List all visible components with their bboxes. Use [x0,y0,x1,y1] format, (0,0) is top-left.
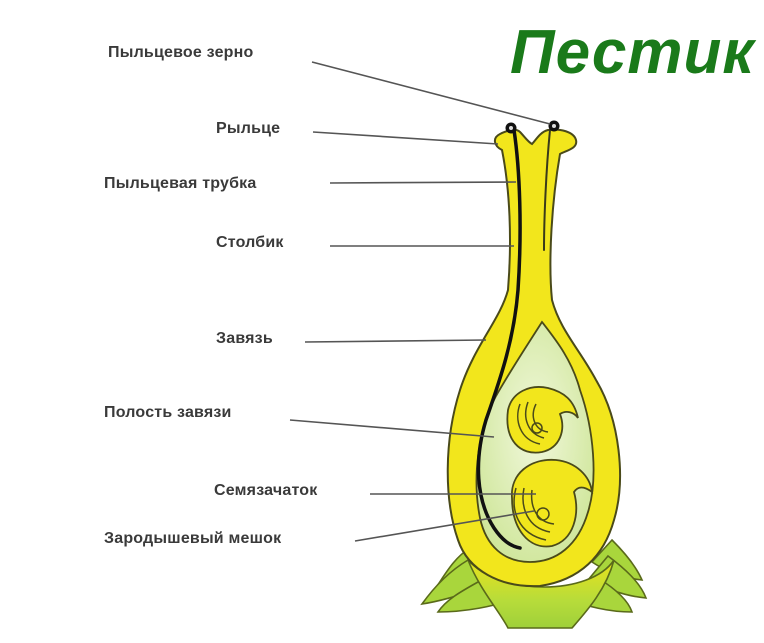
leader-ovary-cavity [289,419,495,438]
label-ovary: Завязь [216,330,273,347]
upper-ovule [506,386,579,454]
label-pollen-tube: Пыльцевая трубка [104,175,257,192]
label-stigma: Рыльце [216,120,281,137]
label-ovule: Семязачаток [214,482,318,499]
leader-embryo-sac [354,510,535,542]
label-style: Столбик [216,234,284,251]
leader-pollen-grain [311,61,551,125]
leader-stigma [312,131,499,145]
pollen-tube-secondary [543,129,551,251]
pollen-grains [505,120,560,134]
label-embryo-sac: Зародышевый мешок [104,530,282,547]
leader-lines [289,61,551,542]
label-ovary-cavity: Полость завязи [104,404,232,421]
leader-pollen-tube [329,181,517,184]
page-title: Пестик [510,18,755,87]
pollen-tube [476,128,522,550]
leader-ovary [304,339,487,343]
label-pollen-grain: Пыльцевое зерно [108,44,254,61]
